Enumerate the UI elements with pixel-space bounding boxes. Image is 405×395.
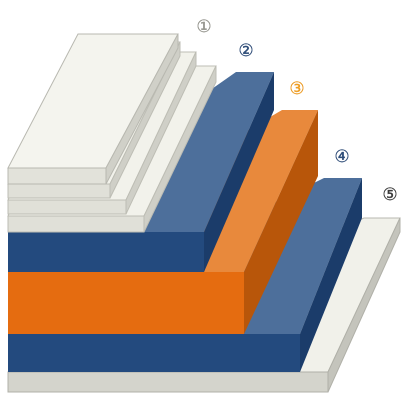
svg-text:①: ①	[196, 17, 211, 37]
svg-text:⑤: ⑤	[382, 185, 397, 205]
layer-3-number-label: ③	[289, 79, 305, 99]
svg-text:④: ④	[334, 147, 349, 167]
layer-1-light-sheets	[7, 33, 217, 233]
layer-4-number-label: ④	[334, 147, 350, 167]
svg-text:③: ③	[289, 79, 304, 99]
layer-5-number-label: ⑤	[382, 185, 398, 205]
layer-1-number-label: ①	[196, 17, 212, 37]
layer-2-number-label: ②	[238, 41, 254, 61]
svg-text:②: ②	[238, 41, 253, 61]
